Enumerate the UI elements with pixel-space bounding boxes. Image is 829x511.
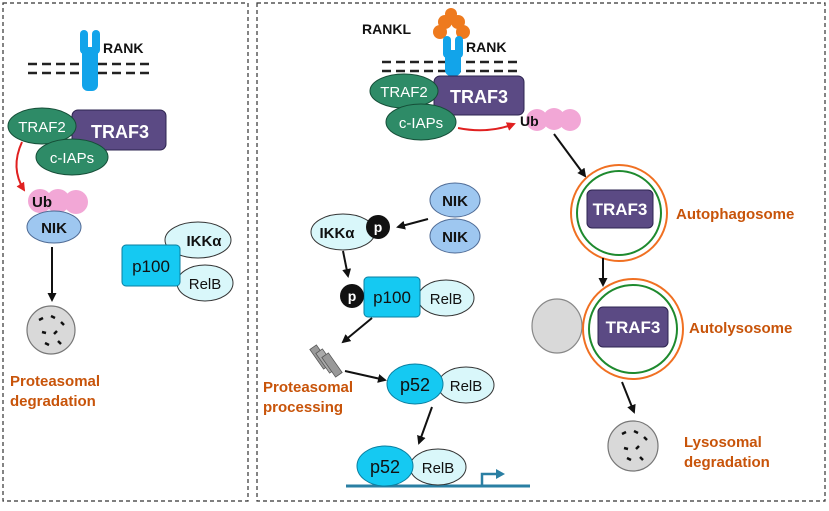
relb-dna-label: RelB	[422, 460, 455, 477]
left-proteasome-icon	[26, 305, 76, 355]
left-rank-label: RANK	[103, 40, 143, 56]
nik-to-ikka-arrow	[396, 218, 429, 230]
lysosomal-label: Lysosomal	[684, 434, 762, 451]
p52-dna-oval	[356, 445, 414, 487]
processing-label: processing	[263, 399, 343, 416]
right-red-arrow	[457, 122, 516, 132]
p52-oval	[386, 363, 444, 405]
right-ub-chain	[526, 108, 581, 131]
left-degradation-label: degradation	[10, 393, 96, 410]
nik-top-label: NIK	[442, 193, 468, 210]
lysosomal-degradation-icon	[607, 420, 659, 472]
left-traf2-oval	[7, 107, 77, 145]
p100-phospho-label: p	[348, 288, 357, 304]
left-ikka-oval	[164, 221, 232, 259]
lysosome-icon	[531, 298, 583, 354]
ikka-to-p100-arrow	[342, 250, 352, 278]
right-traf3-label: TRAF3	[450, 87, 508, 107]
right-rank-label: RANK	[466, 39, 506, 55]
left-traf3-label: TRAF3	[91, 122, 149, 142]
left-panel-border	[2, 2, 249, 502]
transcription-start-arrow	[480, 472, 498, 486]
transcription-arrowhead	[496, 469, 505, 479]
nik-bottom-oval	[429, 218, 481, 254]
autophagosome-traf3-box	[586, 189, 654, 229]
right-rank-receptor-icon	[443, 36, 463, 76]
right-ub-label: Ub	[520, 113, 539, 129]
right-arrow-to-lysosomal	[621, 381, 636, 414]
p100-to-processing-arrow	[341, 317, 373, 344]
left-traf2-label: TRAF2	[18, 119, 66, 136]
p100-box	[363, 276, 421, 318]
right-arrow-ub-to-autophagosome	[553, 133, 587, 178]
left-relb-label: RelB	[189, 276, 222, 293]
p52-label: p52	[400, 375, 430, 395]
left-rank-receptor-icon	[80, 30, 100, 91]
left-ikka-label: IKKα	[186, 233, 222, 250]
relb-p100-label: RelB	[430, 291, 463, 308]
left-p100-box	[121, 244, 181, 287]
processing-to-p52-arrow	[344, 370, 387, 383]
autolysosome-label: Autolysosome	[689, 320, 792, 337]
left-nik-label: NIK	[41, 220, 67, 237]
p52-to-dna-arrow	[417, 406, 433, 445]
autophagosome-label: Autophagosome	[676, 206, 794, 223]
right-ciaps-label: c-IAPs	[399, 115, 443, 132]
left-ub-label: Ub	[32, 194, 52, 211]
ikka-label: IKKα	[319, 225, 355, 242]
right-rankl-ligand-icon	[433, 8, 470, 39]
autolysosome-traf3-box	[597, 306, 669, 348]
nik-top-oval	[429, 182, 481, 218]
left-ciaps-label: c-IAPs	[50, 150, 94, 167]
right-panel-border	[256, 2, 826, 502]
p52-dna-label: p52	[370, 457, 400, 477]
relb-p52-label: RelB	[450, 378, 483, 395]
p100-phospho-badge	[340, 284, 364, 308]
left-ub-chain	[28, 189, 88, 214]
right-traf2-label: TRAF2	[380, 84, 428, 101]
right-ciaps-oval	[385, 103, 457, 141]
proteasome-processing-icon	[309, 344, 343, 378]
autolysosome-traf3-label: TRAF3	[606, 318, 661, 337]
ikka-phospho-label: p	[374, 219, 383, 235]
left-red-arrow	[15, 141, 26, 192]
nik-bottom-label: NIK	[442, 229, 468, 246]
left-ciaps-oval	[35, 138, 109, 176]
left-proteasomal-label: Proteasomal	[10, 373, 100, 390]
proteasomal-label: Proteasomal	[263, 379, 353, 396]
right-rankl-label: RANKL	[362, 21, 411, 37]
ikka-phospho-badge	[366, 215, 390, 239]
left-p100-label: p100	[132, 257, 170, 276]
left-nik-oval	[26, 210, 82, 244]
lysosomal-degradation-label: degradation	[684, 454, 770, 471]
autophagosome-traf3-label: TRAF3	[593, 200, 648, 219]
p100-label: p100	[373, 288, 411, 307]
